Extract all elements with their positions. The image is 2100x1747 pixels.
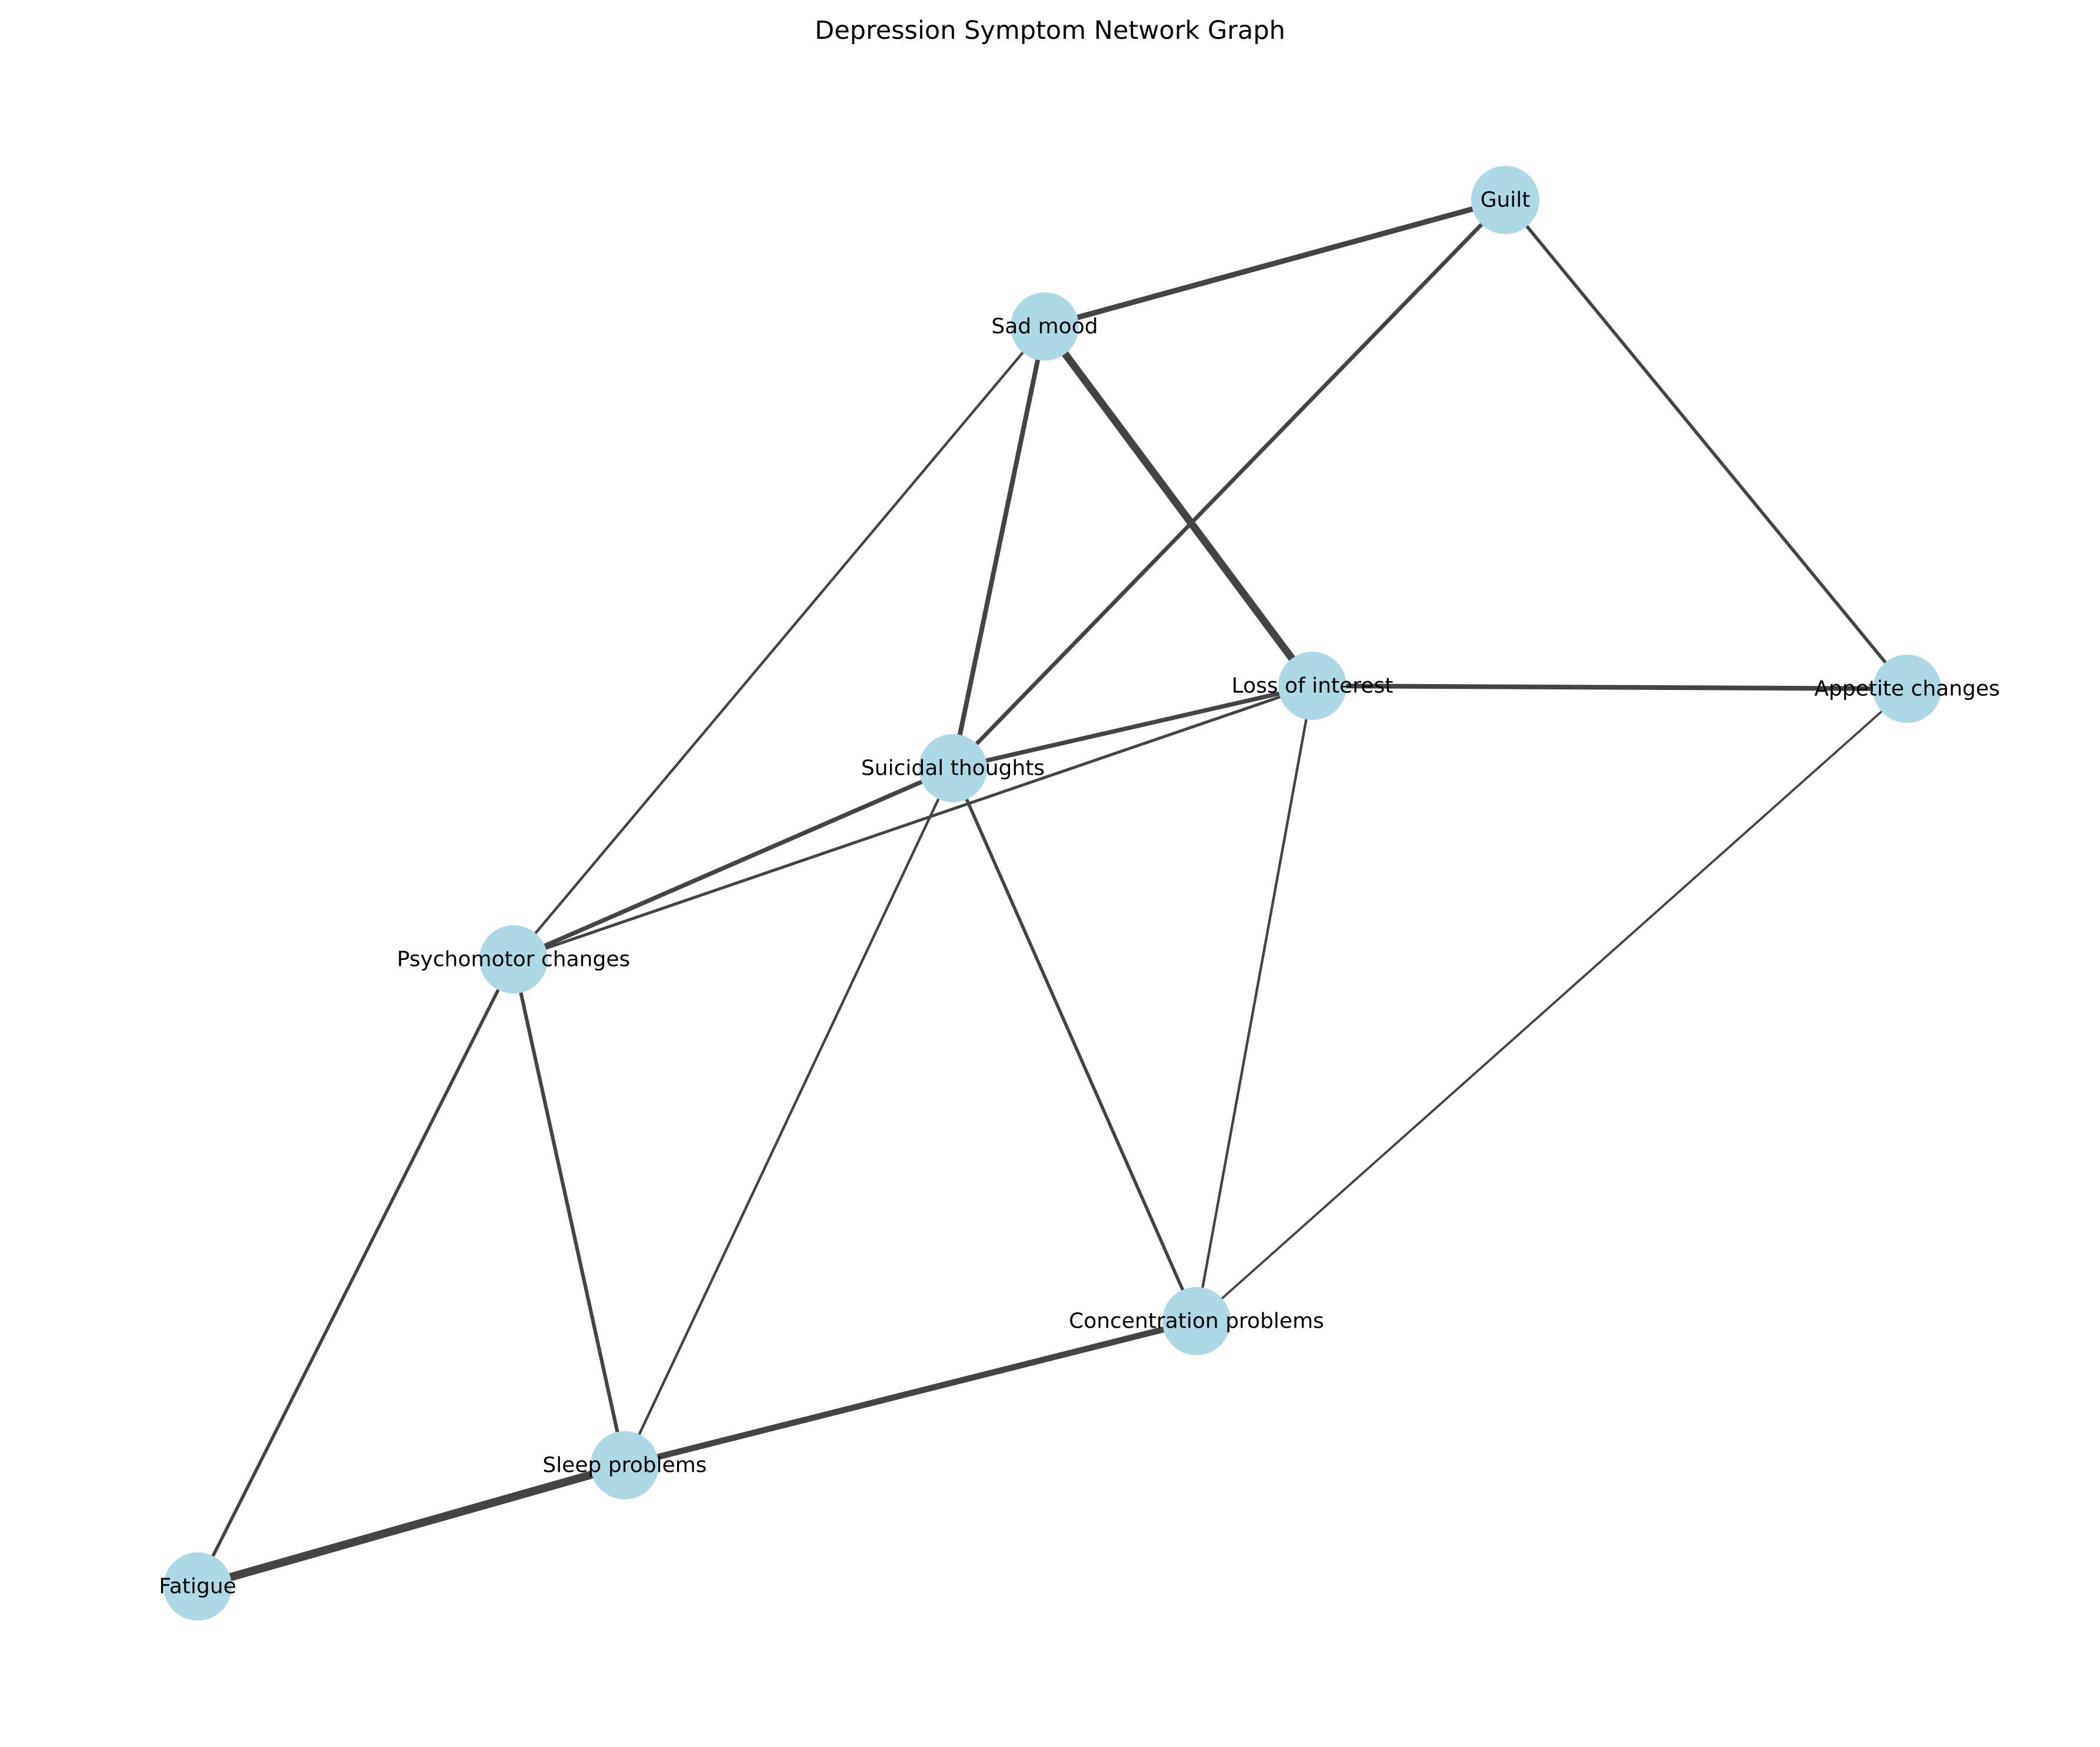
nodes-layer xyxy=(164,166,1941,1621)
edge-guilt-to-appetite-changes xyxy=(1504,199,1909,690)
node-appetite-changes xyxy=(1873,655,1941,723)
edge-loss-of-interest-to-appetite-changes xyxy=(1312,684,1908,691)
node-label-fatigue: Fatigue xyxy=(159,1575,236,1599)
node-label-loss-of-interest: Loss of interest xyxy=(1232,674,1394,698)
edge-sad-mood-to-loss-of-interest xyxy=(1041,324,1316,688)
node-guilt xyxy=(1471,166,1539,234)
node-psychomotor-changes xyxy=(479,925,548,993)
edge-guilt-to-suicidal-thoughts xyxy=(951,198,1507,770)
node-sleep-problems xyxy=(591,1431,659,1499)
node-loss-of-interest xyxy=(1278,652,1346,720)
node-sad-mood xyxy=(1011,292,1079,361)
node-label-appetite-changes: Appetite changes xyxy=(1814,677,2000,701)
node-label-concentration-problems: Concentration problems xyxy=(1069,1309,1324,1333)
edge-sad-mood-to-guilt xyxy=(1044,197,1506,329)
edges-layer xyxy=(196,197,1909,1591)
edge-sad-mood-to-psychomotor-changes xyxy=(512,325,1046,961)
edge-sad-mood-to-suicidal-thoughts xyxy=(951,326,1047,769)
node-label-suicidal-thoughts: Suicidal thoughts xyxy=(861,756,1045,781)
node-suicidal-thoughts xyxy=(919,734,987,802)
edge-appetite-changes-to-concentration-problems xyxy=(1195,688,1908,1322)
edge-loss-of-interest-to-suicidal-thoughts xyxy=(952,684,1313,771)
edge-psychomotor-changes-to-sleep-problems xyxy=(511,959,627,1466)
node-concentration-problems xyxy=(1162,1287,1231,1355)
edge-loss-of-interest-to-psychomotor-changes xyxy=(513,684,1313,961)
edge-loss-of-interest-to-concentration-problems xyxy=(1195,685,1314,1322)
edge-suicidal-thoughts-to-sleep-problems xyxy=(624,768,954,1466)
edge-suicidal-thoughts-to-psychomotor-changes xyxy=(512,766,954,962)
node-fatigue xyxy=(164,1552,232,1621)
node-label-sleep-problems: Sleep problems xyxy=(542,1453,706,1478)
node-label-sad-mood: Sad mood xyxy=(991,315,1098,339)
edge-suicidal-thoughts-to-concentration-problems xyxy=(951,767,1198,1322)
graph-title: Depression Symptom Network Graph xyxy=(815,16,1285,45)
edge-psychomotor-changes-to-fatigue xyxy=(196,958,515,1588)
node-label-guilt: Guilt xyxy=(1481,188,1531,212)
edge-concentration-problems-to-sleep-problems xyxy=(624,1318,1198,1469)
node-label-psychomotor-changes: Psychomotor changes xyxy=(397,948,631,972)
edge-sleep-problems-to-fatigue xyxy=(196,1461,626,1591)
